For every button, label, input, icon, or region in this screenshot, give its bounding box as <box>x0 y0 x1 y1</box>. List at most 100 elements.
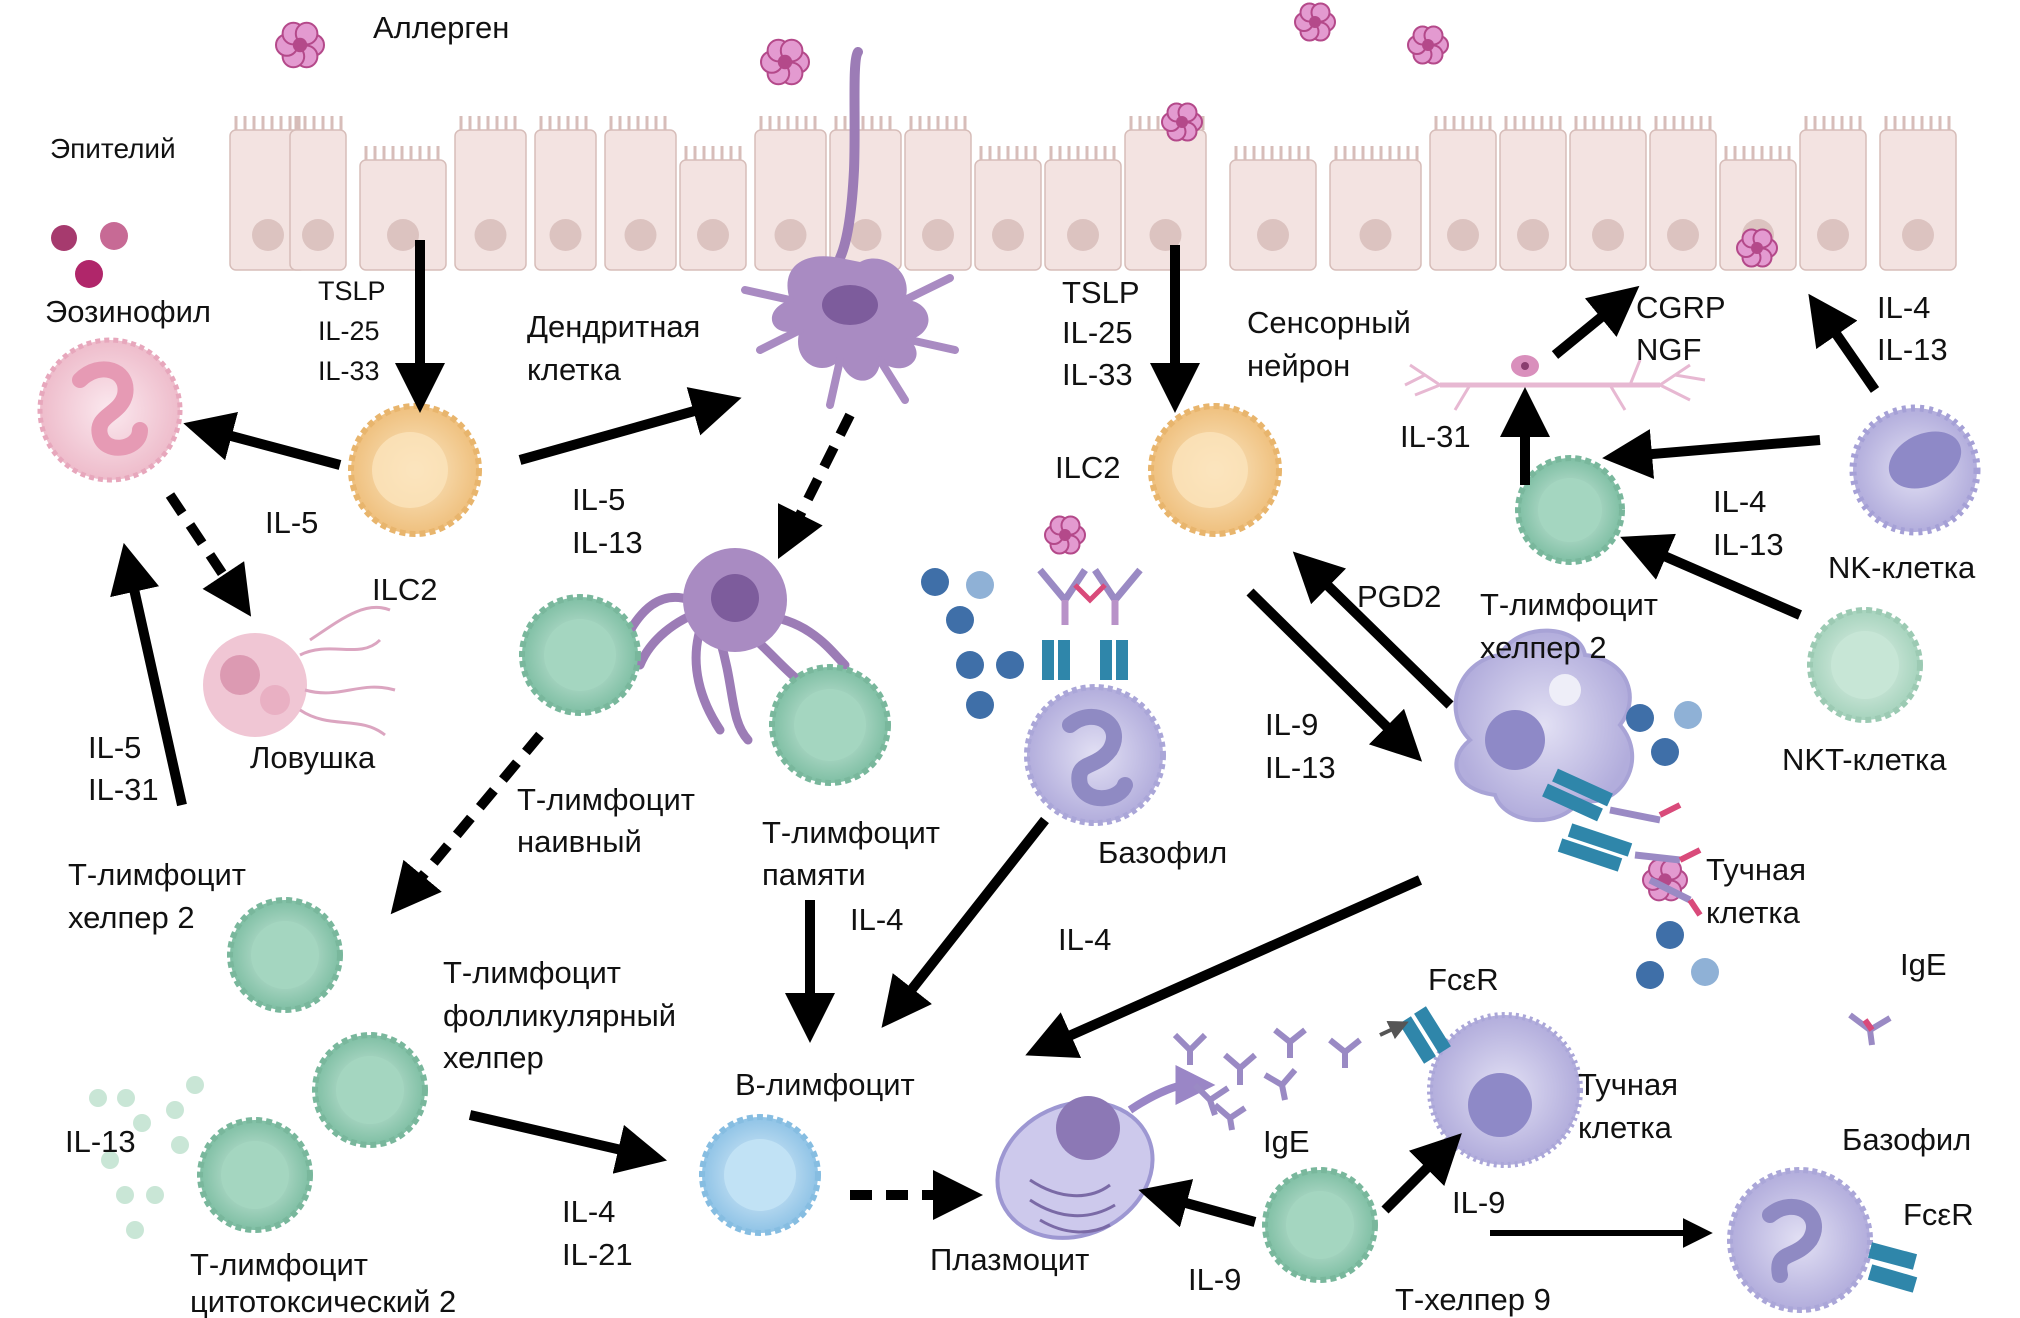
label-nkt: NKT-клетка <box>1782 742 1947 777</box>
arrow-th9-to-plasma <box>1138 1179 1257 1228</box>
b-cell <box>699 1114 821 1236</box>
label-ngf: NGF <box>1636 332 1701 367</box>
arrow-mast-to-bcell <box>1025 875 1423 1058</box>
mast-cell-low <box>1427 1012 1583 1168</box>
label-memory-2: памяти <box>762 857 866 892</box>
arrow-mast-to-ilc2-pgd2 <box>1292 551 1454 709</box>
label-tc2-2: цитотоксический 2 <box>190 1284 456 1318</box>
label-plasma: Плазмоцит <box>930 1242 1089 1277</box>
label-basophil-low: Базофил <box>1842 1122 1971 1157</box>
arrow-th9-to-mast <box>1381 1133 1462 1214</box>
label-sensory-1: Сенсорный <box>1247 305 1411 340</box>
label-ige-mid: IgE <box>1263 1124 1310 1159</box>
epithelial-cell <box>1649 116 1717 271</box>
nkt-cell <box>1807 607 1923 723</box>
allergen-icon <box>1294 2 1336 42</box>
label-il4-top: IL-4 <box>1877 290 1930 325</box>
label-allergen: Аллерген <box>373 10 509 45</box>
eosinophil-granules <box>51 222 128 288</box>
arrow-th2-to-eosinophil <box>110 542 187 807</box>
label-tslp-left-3: IL-33 <box>318 356 380 386</box>
label-tslp-left-1: TSLP <box>318 276 386 306</box>
label-il13-ilc2: IL-13 <box>572 525 643 560</box>
label-mast-low-2: клетка <box>1578 1110 1673 1145</box>
epithelial-cell <box>1499 116 1567 271</box>
arrow-dendritic-to-mature <box>778 412 855 559</box>
allergen-particles <box>275 2 1778 902</box>
label-th2-left-1: Т-лимфоцит <box>68 857 246 892</box>
arrow-tfh-to-bcell <box>468 1110 668 1174</box>
label-il13-left: IL-13 <box>65 1124 136 1159</box>
arrow-neuron-to-epithelium <box>1551 285 1640 359</box>
eosinophil-cell <box>37 337 183 483</box>
label-tslp-right-2: IL-25 <box>1062 315 1133 350</box>
epithelium-layer <box>229 116 1957 271</box>
arrow-ilc2-to-mast <box>1246 588 1423 762</box>
label-mast-mid-1: Тучная <box>1706 852 1806 887</box>
label-nk: NK-клетка <box>1828 550 1976 585</box>
label-il4-il21-1: IL-4 <box>562 1194 615 1229</box>
label-th9: Т-хелпер 9 <box>1395 1282 1551 1317</box>
label-th2-right-1: Т-лимфоцит <box>1480 587 1658 622</box>
epithelial-cell <box>534 116 597 271</box>
label-il4-il21-2: IL-21 <box>562 1237 633 1272</box>
mast-cell-mid <box>1453 628 1635 822</box>
label-tslp-right-1: TSLP <box>1062 275 1140 310</box>
t-helper9-cell <box>1262 1167 1378 1283</box>
labels-layer: Аллерген Эпителий Эозинофил TSLP IL-25 I… <box>45 10 1976 1318</box>
label-cgrp: CGRP <box>1636 290 1726 325</box>
label-il4-mast: IL-4 <box>1058 922 1111 957</box>
arrow-eosinophil-to-trap <box>165 492 252 617</box>
label-tslp-left-2: IL-25 <box>318 316 380 346</box>
epithelial-cell <box>359 146 447 271</box>
allergen-icon <box>760 38 811 86</box>
label-il9-mast: IL-9 <box>1452 1185 1505 1220</box>
basophil-cell-low <box>1727 1167 1873 1313</box>
label-mast-low-1: Тучная <box>1578 1067 1678 1102</box>
arrow-nkt-to-th2 <box>1620 533 1802 620</box>
label-il5-eos: IL-5 <box>265 505 318 540</box>
epithelial-cell <box>1429 116 1497 271</box>
label-tfh-1: Т-лимфоцит <box>443 955 621 990</box>
label-tfh-2: фолликулярный <box>443 998 676 1033</box>
plasma-cell <box>995 1065 1216 1240</box>
label-basophil-mid: Базофил <box>1098 835 1227 870</box>
label-tc2-1: Т-лимфоцит <box>190 1247 368 1282</box>
label-memory-1: Т-лимфоцит <box>762 815 940 850</box>
label-ilc2-right: ILC2 <box>1055 450 1120 485</box>
label-il13-mid: IL-13 <box>1713 527 1784 562</box>
t-cell-helper2-left <box>227 897 343 1013</box>
label-il5-ilc2: IL-5 <box>572 482 625 517</box>
epithelial-cell <box>974 146 1042 271</box>
t-cell-helper2-right <box>1515 455 1625 565</box>
receptors-and-ige <box>89 567 1918 1293</box>
t-cell-memory <box>769 664 891 786</box>
label-eosinophil: Эозинофил <box>45 294 211 329</box>
label-il13-top: IL-13 <box>1877 332 1948 367</box>
dendritic-cell-epithelial <box>741 47 959 409</box>
epithelial-cell <box>604 116 677 271</box>
label-il4-mid: IL-4 <box>1713 484 1766 519</box>
t-cell-cytotoxic2 <box>197 1117 313 1233</box>
arrow-ilc2-to-dendritic <box>518 387 742 465</box>
ilc2-cell-right <box>1148 403 1282 537</box>
label-ige-right: IgE <box>1900 947 1947 982</box>
label-il5-low: IL-5 <box>88 730 141 765</box>
basophil-cell-mid <box>1024 684 1166 826</box>
epithelial-cell <box>454 116 527 271</box>
t-cell-naive <box>519 594 641 716</box>
allergen-icon <box>1161 102 1203 142</box>
label-tslp-right-3: IL-33 <box>1062 357 1133 392</box>
epithelial-cell <box>289 116 347 271</box>
cells-layer <box>37 337 1981 1313</box>
label-naive-1: Т-лимфоцит <box>517 782 695 817</box>
allergen-icon <box>1044 515 1086 555</box>
arrow-ilc2-to-eosinophil <box>183 411 342 470</box>
epithelial-cell <box>229 116 307 271</box>
epithelial-cell <box>1879 116 1957 271</box>
label-epithelium: Эпителий <box>50 133 176 164</box>
epithelial-cell <box>754 116 827 271</box>
arrow-basophil-to-bcell <box>881 816 1049 1028</box>
epithelial-cell <box>904 116 972 271</box>
